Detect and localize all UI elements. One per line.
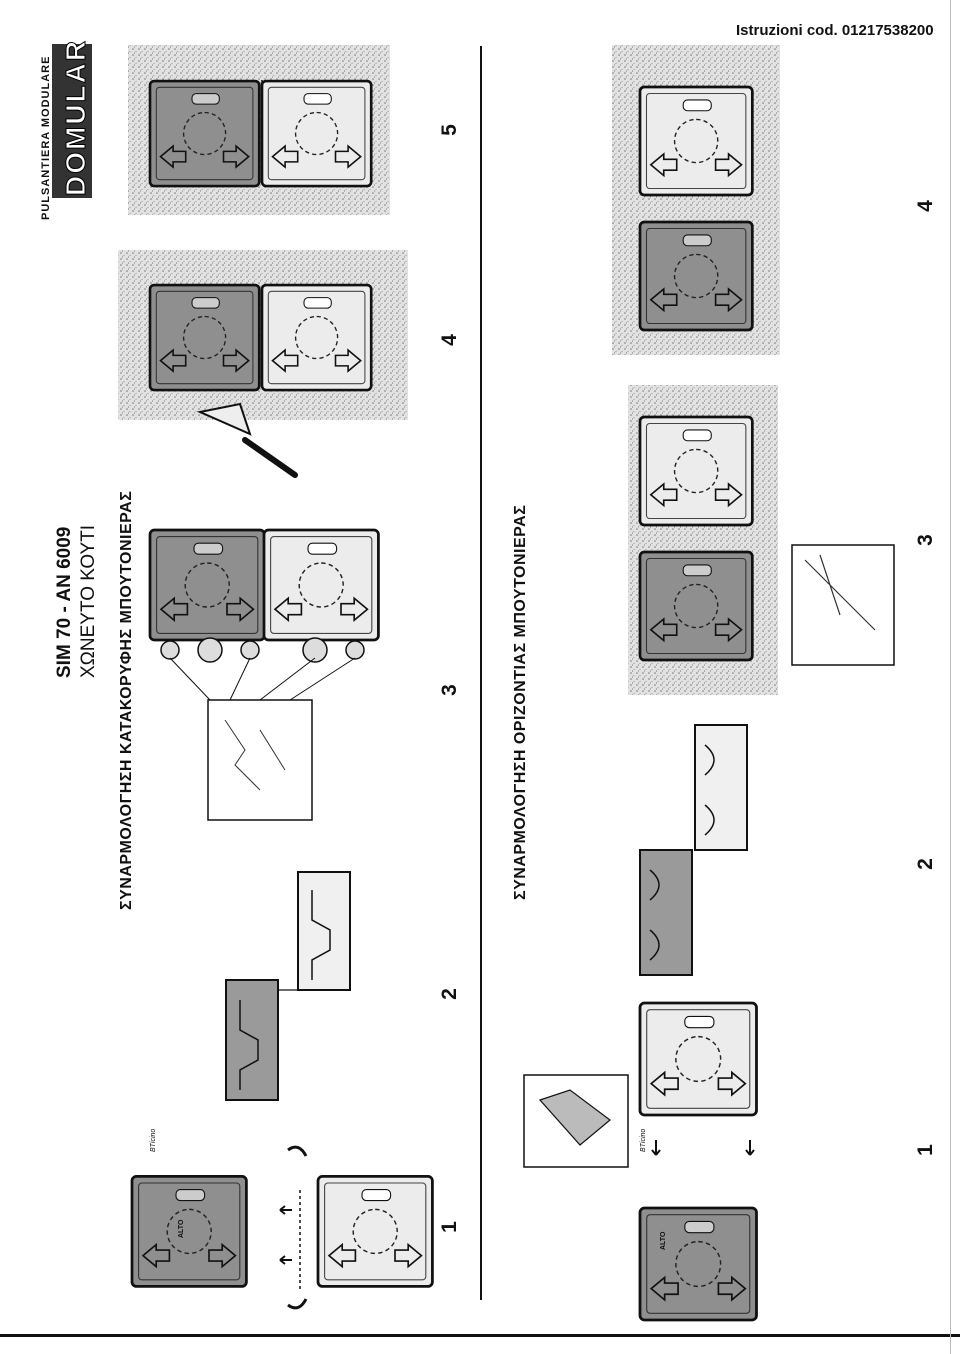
horizontal-step2-figure	[639, 724, 748, 976]
section-divider	[480, 46, 482, 1300]
horizontal-step-number: 3	[913, 534, 937, 546]
vertical-step-number: 2	[437, 988, 461, 1000]
vertical-step-number: 1	[437, 1221, 461, 1233]
vertical-section-title: ΣΥΝΑΡΜΟΛΟΓΗΣΗ ΚΑΤΑΚΟΡΥΦΗΣ ΜΠΟΥΤΟΝΙΕΡΑΣ	[118, 490, 135, 910]
brand-logo-box	[52, 44, 92, 198]
vertical-step5-figure	[128, 45, 390, 215]
vertical-step3-figure	[148, 528, 380, 821]
instruction-code: Istruzioni cod. 01217538200	[736, 22, 934, 39]
vertical-step4-figure	[118, 250, 408, 478]
vertical-step1-figure	[130, 1145, 434, 1310]
page-right-edge	[950, 0, 951, 1354]
vertical-step-number: 4	[437, 334, 461, 346]
vertical-step-number: 3	[437, 684, 461, 696]
box-brand-label: BTicino	[640, 1128, 647, 1152]
box-arrow-label: ALTO	[178, 1219, 185, 1238]
vertical-step-number: 5	[437, 124, 461, 136]
vertical-step2-figure	[225, 871, 351, 1101]
brand-name: DOMULAR	[60, 38, 92, 196]
horizontal-step4-figure	[612, 45, 780, 355]
horizontal-step3-figure	[628, 385, 895, 695]
horizontal-step1-figure	[523, 1001, 758, 1322]
document-title: SIM 70 - AN 6009	[54, 526, 75, 678]
horizontal-step-number: 4	[913, 200, 937, 212]
page-bottom-rule	[0, 1334, 960, 1337]
horizontal-step-number: 1	[913, 1144, 937, 1156]
box-brand-label: BTicino	[150, 1128, 157, 1152]
document-subtitle: ΧΩΝΕΥΤΟ ΚΟΥΤΙ	[78, 524, 99, 678]
horizontal-step-number: 2	[913, 858, 937, 870]
box-arrow-label: ALTO	[660, 1231, 667, 1250]
horizontal-section-title: ΣΥΝΑΡΜΟΛΟΓΗΣΗ ΟΡΙΖΟΝΤΙΑΣ ΜΠΟΥΤΟΝΙΕΡΑΣ	[512, 504, 529, 900]
brand-tagline: PULSANTIERA MODULARE	[40, 55, 52, 220]
